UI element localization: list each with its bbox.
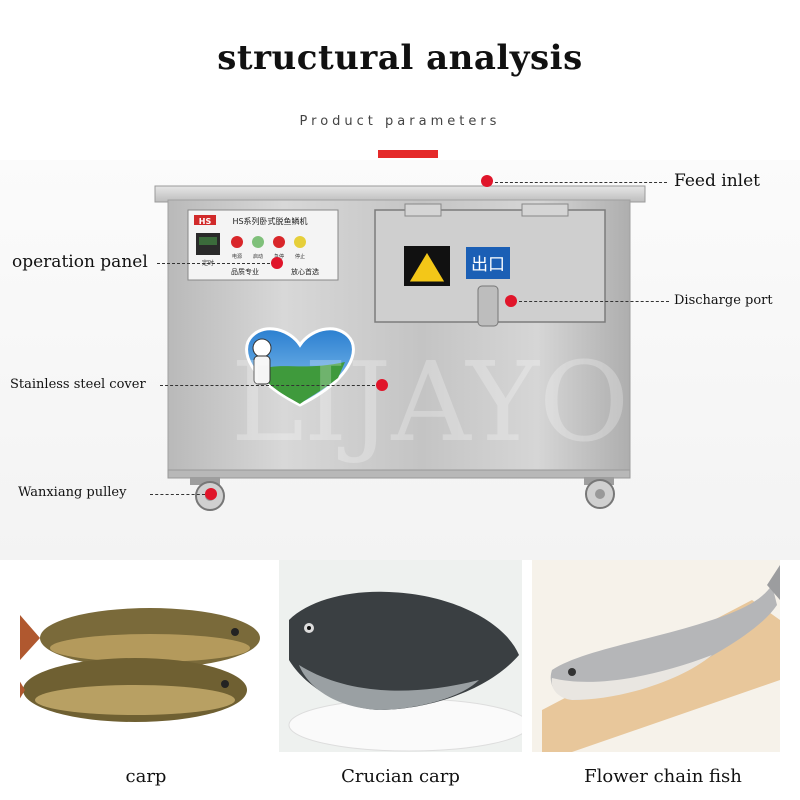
carp-caption: carp (125, 766, 167, 787)
discharge-port-leader (519, 301, 669, 302)
page-subtitle: Product parameters (299, 114, 501, 129)
panel-button-estop (273, 236, 285, 248)
discharge-port-label: Discharge port (674, 293, 773, 308)
stainless-cover-leader (160, 385, 375, 386)
panel-button-label: 急停 (274, 253, 284, 260)
panel-button-start (252, 236, 264, 248)
panel-button-stop (294, 236, 306, 248)
carp-illustration (20, 608, 260, 722)
hinge-left (404, 203, 442, 217)
machine-skirt (167, 469, 631, 479)
watermark: LIJAYO (231, 338, 629, 466)
feed-inlet-dot (481, 175, 493, 187)
crucian-carp-caption: Crucian carp (341, 766, 460, 787)
panel-slogan-left: 品质专业 (231, 267, 259, 276)
pulley-dot (205, 488, 217, 500)
stainless-cover-label: Stainless steel cover (10, 377, 146, 392)
door-latch (477, 285, 499, 327)
operation-panel-label: operation panel (12, 252, 148, 272)
flower-chain-fish-photo (532, 560, 780, 752)
caster-wheel-right (584, 477, 615, 509)
pulley-leader (150, 494, 205, 495)
exit-sign-text: 出口 (471, 255, 505, 275)
operation-panel-leader (157, 263, 270, 264)
feed-inlet-label: Feed inlet (674, 171, 760, 191)
panel-button-label: 启动 (253, 253, 263, 260)
discharge-port-dot (505, 295, 517, 307)
warning-triangle-icon (408, 251, 446, 283)
crucian-carp-photo (279, 560, 522, 752)
panel-model-text: HS系列卧式脱鱼鳞机 (232, 216, 307, 226)
panel-button-label: 停止 (295, 253, 305, 260)
flower-chain-fish-illustration (542, 565, 780, 752)
operation-panel-dot (271, 257, 283, 269)
flower-chain-fish-caption: Flower chain fish (584, 766, 742, 787)
feed-inlet-leader (495, 182, 667, 183)
panel-button-power (231, 236, 243, 248)
control-panel: HS HS系列卧式脱鱼鳞机 定时 电源 启动 急停 停止 品质专业 放心首选 (187, 209, 339, 281)
crucian-carp-illustration (288, 591, 522, 752)
panel-slogan-right: 放心首选 (291, 267, 319, 276)
accent-bar (378, 150, 438, 158)
carp-photo (20, 560, 272, 752)
panel-button-label: 电源 (232, 253, 242, 260)
panel-brand: HS (199, 217, 212, 226)
stainless-cover-dot (376, 379, 388, 391)
discharge-door: 出口 (374, 203, 606, 327)
pulley-label: Wanxiang pulley (18, 485, 127, 500)
hinge-right (521, 203, 569, 217)
page-title: structural analysis (217, 38, 583, 78)
machine-illustration: HS HS系列卧式脱鱼鳞机 定时 电源 启动 急停 停止 品质专业 放心首选 出… (154, 185, 646, 511)
exit-sign (466, 247, 510, 279)
